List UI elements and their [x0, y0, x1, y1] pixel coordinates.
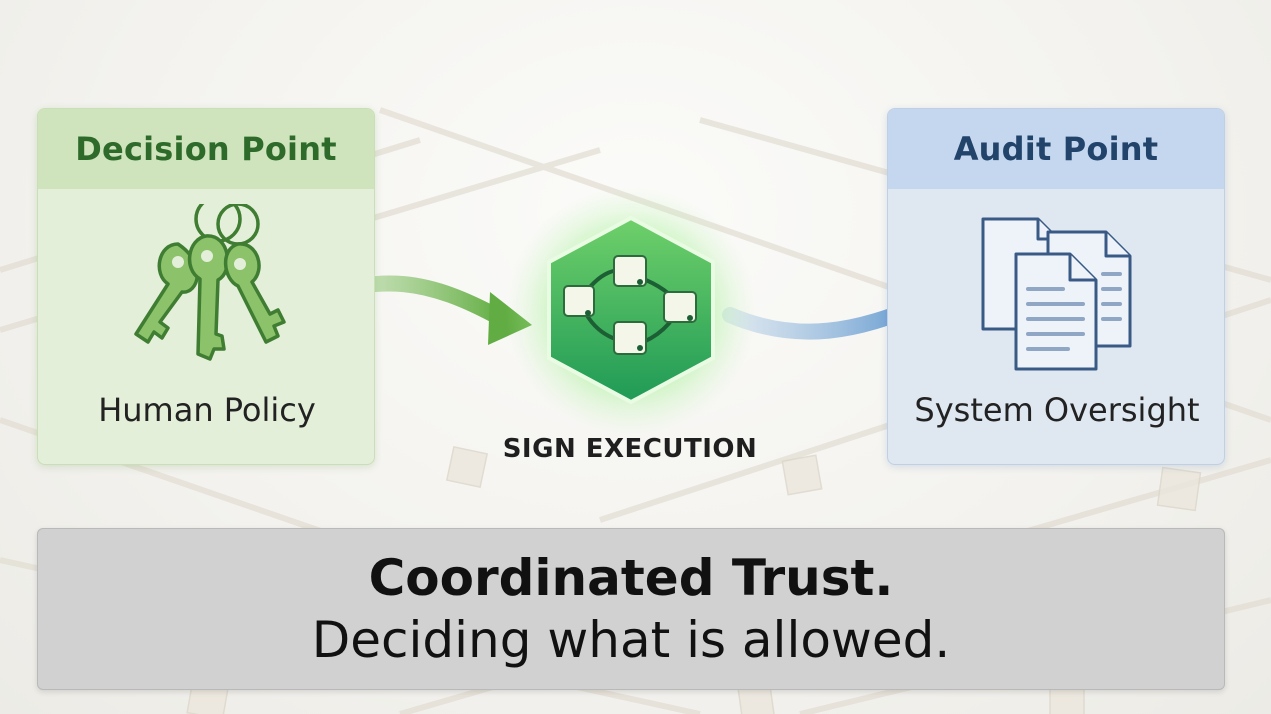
- decision-point-header: Decision Point: [38, 109, 374, 189]
- keys-icon: [134, 204, 286, 361]
- banner-title: Coordinated Trust.: [368, 549, 894, 607]
- audit-point-card: Audit Point System Over: [887, 108, 1225, 465]
- documents-icon: [981, 217, 1132, 371]
- decision-point-card: Decision Point Human Policy: [37, 108, 375, 465]
- sign-execution-label: SIGN EXECUTION: [502, 434, 758, 464]
- summary-banner: Coordinated Trust. Deciding what is allo…: [37, 528, 1225, 690]
- system-oversight-caption: System Oversight: [914, 391, 1200, 429]
- human-policy-caption: Human Policy: [98, 391, 316, 429]
- banner-subtitle: Deciding what is allowed.: [311, 611, 951, 669]
- audit-point-header: Audit Point: [888, 109, 1224, 189]
